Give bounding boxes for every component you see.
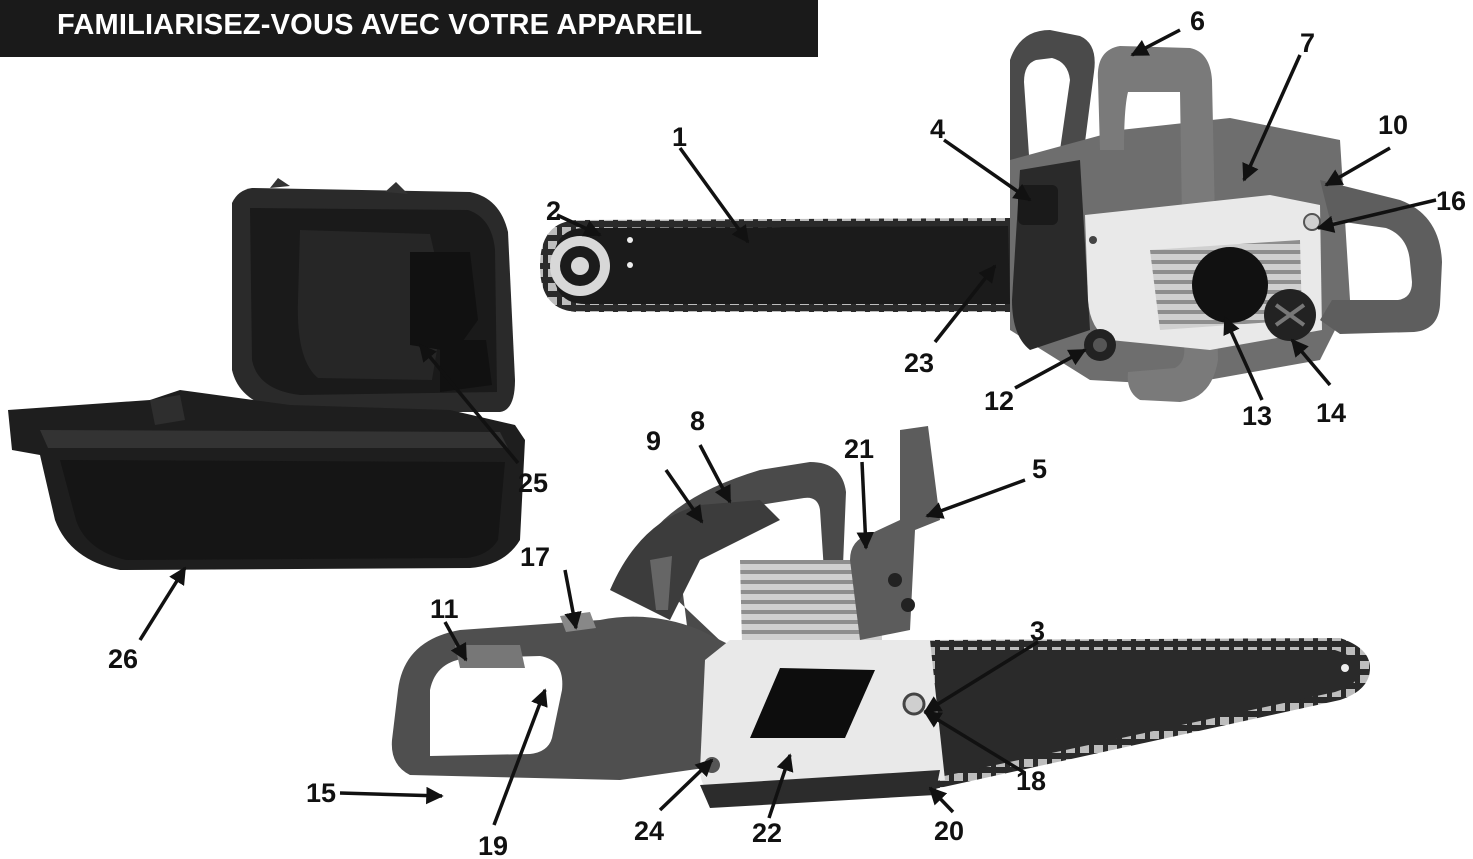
callout-26: 26 [108, 644, 138, 674]
page-title: FAMILIARISEZ-VOUS AVEC VOTRE APPAREIL [57, 9, 703, 41]
chainsaw-top-view [540, 30, 1442, 402]
callout-20: 20 [934, 816, 964, 846]
callout-4: 4 [930, 114, 945, 144]
callout-5: 5 [1032, 454, 1047, 484]
callout-labels: 1 2 3 4 5 6 7 8 9 10 11 12 13 14 15 16 1… [108, 6, 1466, 859]
callout-3: 3 [1030, 616, 1045, 646]
chainsaw-side-view [391, 426, 1370, 808]
callout-16: 16 [1436, 186, 1466, 216]
callout-7: 7 [1300, 28, 1315, 58]
callout-18: 18 [1016, 766, 1046, 796]
callout-19: 19 [478, 831, 508, 859]
callout-12: 12 [984, 386, 1014, 416]
callout-15: 15 [306, 778, 336, 808]
leader-arrows [138, 28, 1437, 826]
callout-11: 11 [430, 594, 459, 624]
callout-21: 21 [844, 434, 874, 464]
carrying-case [8, 178, 525, 570]
callout-25: 25 [518, 468, 548, 498]
callout-17: 17 [520, 542, 550, 572]
callout-9: 9 [646, 426, 661, 456]
callout-2: 2 [546, 196, 561, 226]
callout-23: 23 [904, 348, 934, 378]
callout-10: 10 [1378, 110, 1408, 140]
callout-13: 13 [1242, 401, 1272, 431]
title-bar: FAMILIARISEZ-VOUS AVEC VOTRE APPAREIL [0, 0, 818, 57]
callout-24: 24 [634, 816, 664, 846]
callout-14: 14 [1316, 398, 1346, 428]
callout-22: 22 [752, 818, 782, 848]
callout-8: 8 [690, 406, 705, 436]
callout-1: 1 [672, 122, 687, 152]
callout-6: 6 [1190, 6, 1205, 36]
